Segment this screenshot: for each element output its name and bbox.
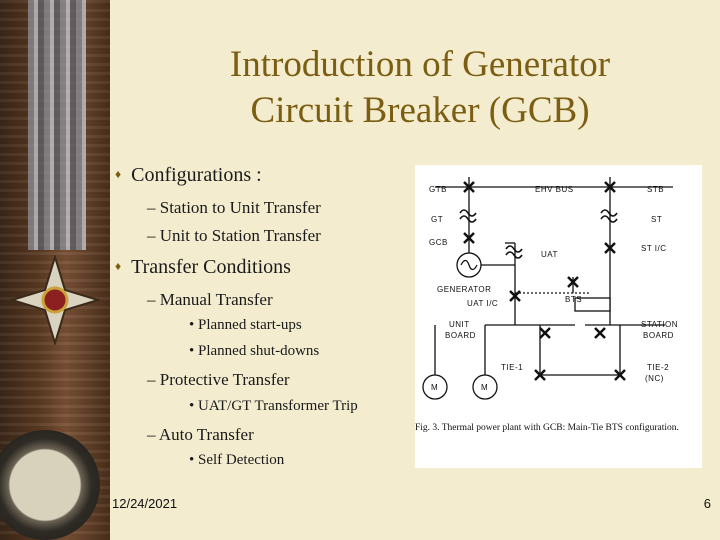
- diamond-bullet-icon: ♦: [115, 259, 122, 273]
- sub-sub-bullet-planned-shutdowns: • Planned shut-downs: [189, 343, 320, 359]
- sub-sub-bullet-uat-gt-trip: • UAT/GT Transformer Trip: [189, 398, 358, 414]
- label-board: BOARD: [445, 331, 476, 340]
- medal-cross-icon: [10, 255, 100, 345]
- slide-title: Introduction of Generator Circuit Breake…: [130, 42, 710, 134]
- bts-box: [574, 297, 611, 312]
- label-m1: M: [431, 383, 438, 392]
- stb-breaker-icon: [604, 181, 616, 193]
- uat-transformer-icon: [505, 245, 523, 253]
- bullet-transfer-conditions: ♦Transfer Conditions: [115, 256, 291, 278]
- gt-transformer-icon: [459, 209, 477, 217]
- tie-1-breaker-icon: [534, 369, 546, 381]
- motor-2-symbol: [472, 374, 498, 400]
- title-line-2: Circuit Breaker (GCB): [250, 90, 590, 131]
- label-st: ST: [651, 215, 662, 224]
- label-gt: GT: [431, 215, 443, 224]
- st-ic-breaker-icon: [604, 242, 616, 254]
- label-gcb: GCB: [429, 238, 448, 247]
- sub-bullet-protective-transfer: – Protective Transfer: [147, 370, 290, 389]
- uat-ic-breaker-icon: [509, 290, 521, 302]
- label-board-2: BOARD: [643, 331, 674, 340]
- label-st-ic: ST I/C: [641, 244, 667, 253]
- label-m2: M: [481, 383, 488, 392]
- label-gtb: GTB: [429, 185, 447, 194]
- label-ehv-bus: EHV BUS: [535, 185, 574, 194]
- sub-bullet-config-1: – Station to Unit Transfer: [147, 198, 321, 217]
- gcb-breaker-icon: [463, 232, 475, 244]
- label-tie-2: TIE-2: [647, 363, 669, 372]
- sub-bullet-auto-transfer: – Auto Transfer: [147, 425, 254, 444]
- footer-date: 12/24/2021: [112, 496, 178, 511]
- st-transformer-icon: [600, 209, 618, 217]
- generator-sine-icon: [460, 259, 478, 271]
- label-nc: (NC): [645, 374, 664, 383]
- medal-ribbon-image: [28, 0, 86, 250]
- station-board-breaker-icon: [594, 327, 606, 339]
- diamond-bullet-icon: ♦: [115, 167, 122, 181]
- bts-breaker-icon: [567, 276, 579, 288]
- unit-board-breaker-icon: [539, 327, 551, 339]
- decorative-side-strip: [0, 0, 110, 540]
- compass-icon: [0, 430, 100, 540]
- gtb-breaker-icon: [463, 181, 475, 193]
- label-unit: UNIT: [449, 320, 470, 329]
- sub-sub-bullet-self-detection: • Self Detection: [189, 452, 285, 468]
- title-line-1: Introduction of Generator: [229, 44, 611, 85]
- gcb-single-line-diagram: GTB EHV BUS STB GT ST GCB ST I/C UAT GEN…: [415, 165, 702, 468]
- label-generator: GENERATOR: [437, 285, 491, 294]
- label-stb: STB: [647, 185, 664, 194]
- diagram-svg: GTB EHV BUS STB GT ST GCB ST I/C UAT GEN…: [422, 177, 678, 400]
- label-station: STATION: [641, 320, 678, 329]
- motor-1-symbol: [422, 374, 448, 400]
- label-bts: BTS: [565, 295, 582, 304]
- sub-bullet-manual-transfer: – Manual Transfer: [147, 290, 273, 309]
- tie-2-breaker-icon: [614, 369, 626, 381]
- label-uat: UAT: [541, 250, 558, 259]
- sub-sub-bullet-planned-startups: • Planned start-ups: [189, 317, 302, 333]
- label-uat-ic: UAT I/C: [467, 299, 498, 308]
- bullet-configurations: ♦Configurations :: [115, 164, 262, 186]
- page-number: 6: [703, 496, 711, 511]
- figure-caption: Fig. 3. Thermal power plant with GCB: Ma…: [415, 423, 679, 433]
- label-tie-1: TIE-1: [501, 363, 523, 372]
- sub-bullet-config-2: – Unit to Station Transfer: [147, 226, 321, 245]
